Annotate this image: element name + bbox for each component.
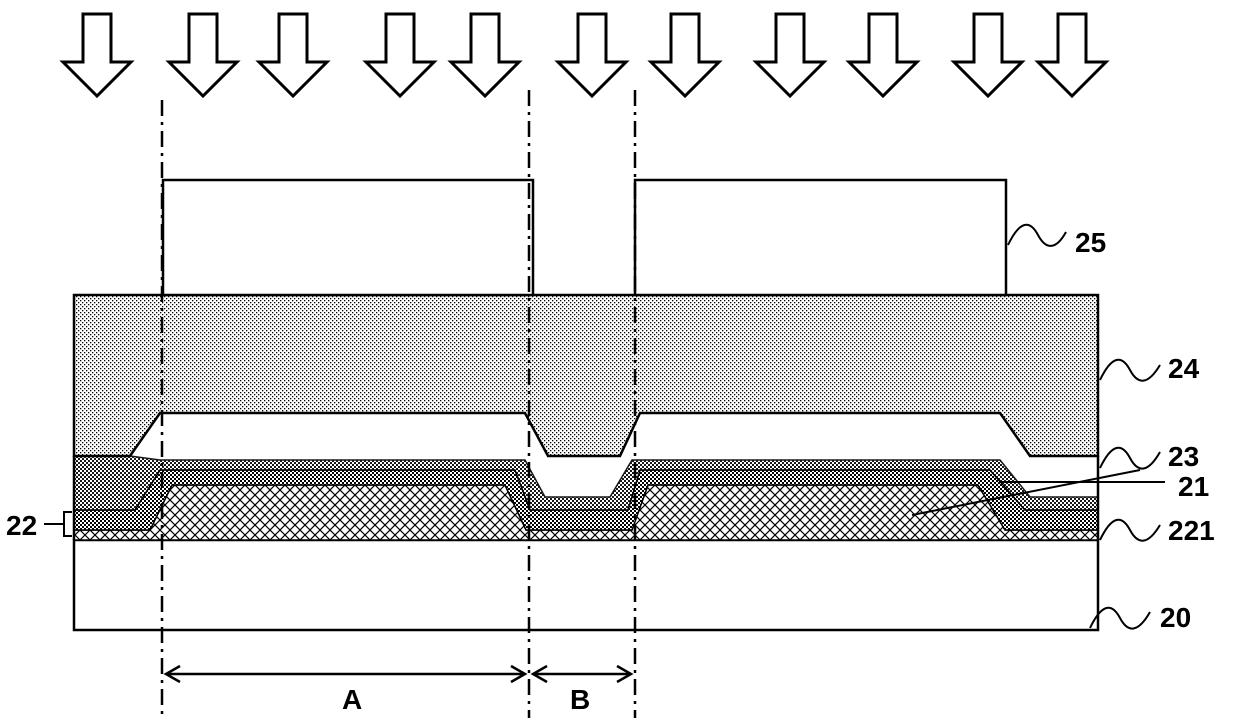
down-arrow-icon — [63, 14, 131, 96]
down-arrow-icon — [169, 14, 237, 96]
down-arrow-icon — [558, 14, 626, 96]
mask-block-right — [635, 180, 1006, 295]
label-24: 24 — [1168, 353, 1200, 384]
exposure-arrows — [63, 14, 1106, 96]
down-arrow-icon — [756, 14, 824, 96]
label-221: 221 — [1168, 515, 1215, 546]
down-arrow-icon — [259, 14, 327, 96]
label-region-b: B — [570, 684, 590, 715]
down-arrow-icon — [1038, 14, 1106, 96]
mask-block-left — [163, 180, 533, 295]
down-arrow-icon — [366, 14, 434, 96]
label-23: 23 — [1168, 441, 1199, 472]
label-region-a: A — [342, 684, 362, 715]
down-arrow-icon — [451, 14, 519, 96]
label-20: 20 — [1160, 602, 1191, 633]
dimension-a — [166, 666, 525, 682]
photoresist-24 — [74, 295, 1098, 456]
down-arrow-icon — [651, 14, 719, 96]
substrate-20 — [74, 540, 1098, 630]
label-22: 22 — [6, 510, 37, 541]
label-21: 21 — [1178, 471, 1209, 502]
down-arrow-icon — [954, 14, 1022, 96]
label-25: 25 — [1075, 227, 1106, 258]
dimension-b — [533, 666, 631, 682]
down-arrow-icon — [849, 14, 917, 96]
